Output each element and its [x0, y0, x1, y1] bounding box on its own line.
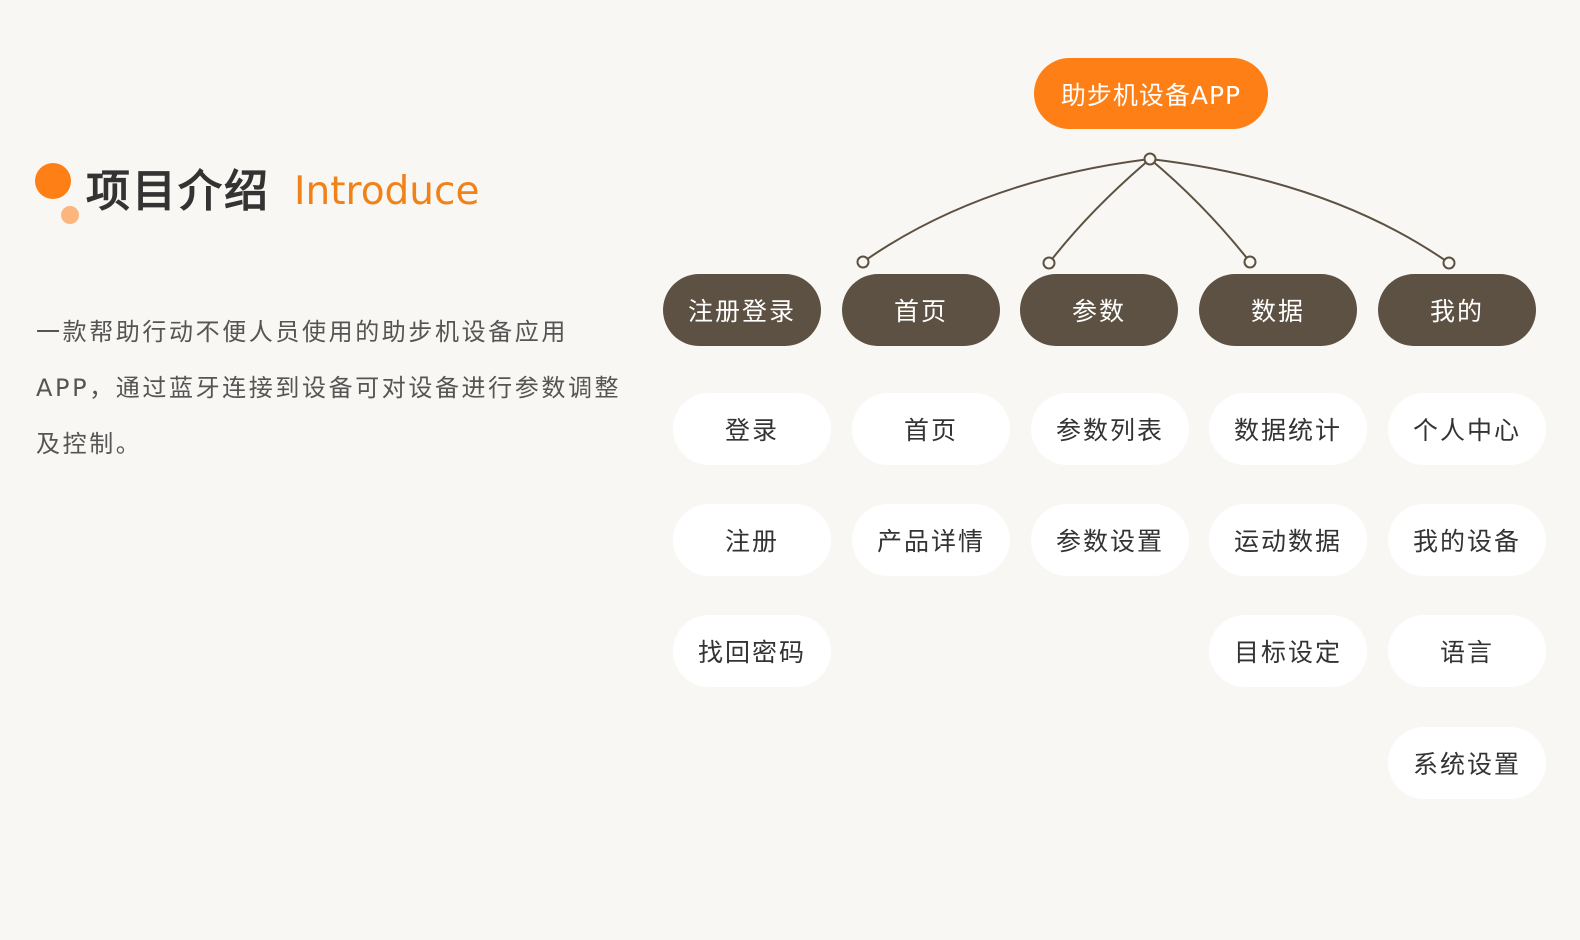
leaf-goal-setting: 目标设定 — [1209, 615, 1367, 687]
connector-line — [862, 158, 1151, 263]
root-node: 助步机设备APP — [1034, 58, 1268, 129]
leaf-register: 注册 — [673, 504, 831, 576]
category-home: 首页 — [842, 274, 1000, 346]
leaf-product-detail: 产品详情 — [852, 504, 1010, 576]
category-register-login: 注册登录 — [663, 274, 821, 346]
leaf-home: 首页 — [852, 393, 1010, 465]
leaf-my-device: 我的设备 — [1388, 504, 1546, 576]
leaf-data-stats: 数据统计 — [1209, 393, 1367, 465]
leaf-exercise-data: 运动数据 — [1209, 504, 1367, 576]
leaf-param-list: 参数列表 — [1031, 393, 1189, 465]
section-title-en: Introduce — [294, 169, 480, 214]
connector-line — [1149, 158, 1450, 264]
category-mine: 我的 — [1378, 274, 1536, 346]
connector-line — [1048, 158, 1151, 264]
connector-node-root — [1143, 152, 1157, 166]
connector-node — [856, 255, 870, 269]
decor-dot-small — [61, 206, 79, 224]
category-params: 参数 — [1020, 274, 1178, 346]
connector-node — [1042, 256, 1056, 270]
leaf-personal-center: 个人中心 — [1388, 393, 1546, 465]
leaf-language: 语言 — [1388, 615, 1546, 687]
connector-node — [1442, 256, 1456, 270]
leaf-system-settings: 系统设置 — [1388, 727, 1546, 799]
leaf-recover-password: 找回密码 — [673, 615, 831, 687]
category-data: 数据 — [1199, 274, 1357, 346]
leaf-login: 登录 — [673, 393, 831, 465]
project-description: 一款帮助行动不便人员使用的助步机设备应用APP，通过蓝牙连接到设备可对设备进行参… — [36, 318, 622, 458]
connector-line — [1149, 158, 1251, 263]
decor-dot-large — [35, 163, 71, 199]
section-title: 项目介绍 — [86, 166, 270, 217]
leaf-param-settings: 参数设置 — [1031, 504, 1189, 576]
connector-node — [1243, 255, 1257, 269]
